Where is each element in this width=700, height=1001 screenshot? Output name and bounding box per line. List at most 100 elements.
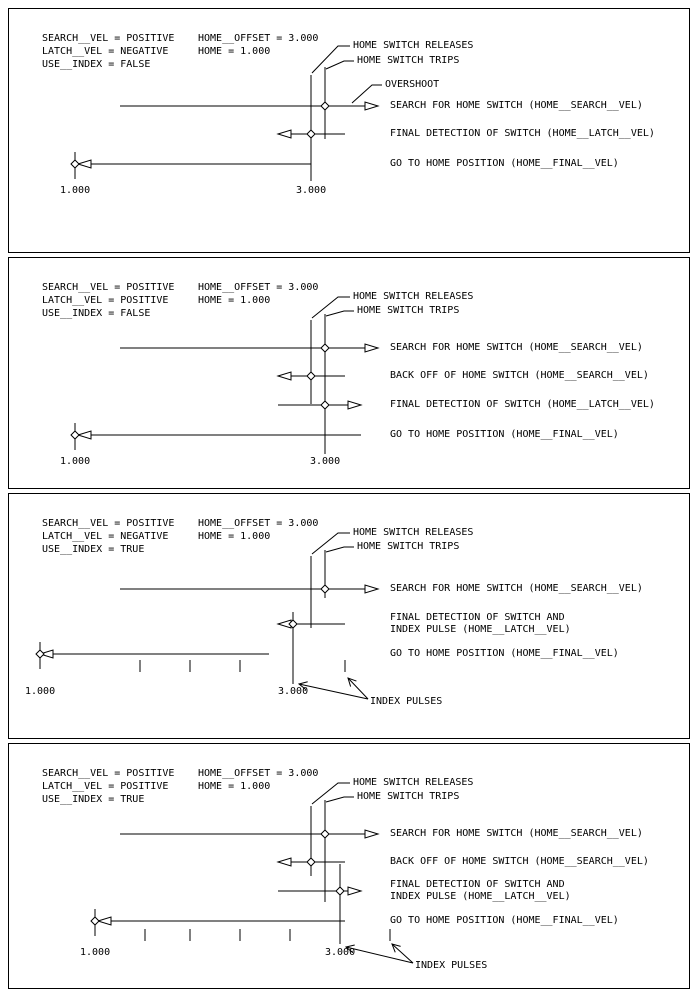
event-marker-diamond — [320, 584, 330, 594]
callout-home-switch-releases: HOME SWITCH RELEASES — [353, 291, 474, 302]
latch-motion-arrow — [278, 400, 363, 410]
panel-4-diagram — [90, 782, 414, 964]
label-final-row: GO TO HOME POSITION (HOME__FINAL__VEL) — [390, 648, 619, 659]
backoff-motion-arrow — [276, 857, 345, 867]
home-motion-arrow — [90, 909, 345, 936]
param-home-offset: HOME__OFFSET = 3.000 — [198, 33, 319, 44]
param-search-vel: SEARCH__VEL = POSITIVE — [42, 282, 175, 293]
panel-1-diagram — [70, 45, 382, 181]
label-search-row: SEARCH FOR HOME SWITCH (HOME__SEARCH__VE… — [390, 828, 643, 839]
callout-home-switch-releases: HOME SWITCH RELEASES — [353, 527, 474, 538]
param-latch-vel: LATCH__VEL = POSITIVE — [42, 781, 169, 792]
switch-lines — [310, 67, 326, 181]
event-marker-diamond — [90, 916, 100, 926]
param-search-vel: SEARCH__VEL = POSITIVE — [42, 768, 175, 779]
param-latch-vel: LATCH__VEL = POSITIVE — [42, 295, 169, 306]
search-motion-arrow — [120, 829, 380, 839]
param-home: HOME = 1.000 — [198, 781, 271, 792]
latch-motion-arrow — [278, 886, 363, 896]
home-position-label: 1.000 — [80, 947, 111, 958]
offset-position-label: 3.000 — [325, 947, 356, 958]
switch-lines — [310, 314, 326, 454]
param-home: HOME = 1.000 — [198, 531, 271, 542]
home-position-label: 1.000 — [25, 686, 56, 697]
label-latch-row-line1: FINAL DETECTION OF SWITCH AND — [390, 612, 565, 623]
homing-panel-2: SEARCH__VEL = POSITIVE LATCH__VEL = POSI… — [8, 257, 690, 489]
homing-panel-4: SEARCH__VEL = POSITIVE LATCH__VEL = POSI… — [8, 743, 690, 989]
index-pointer-arrows — [297, 677, 369, 700]
callout-home-switch-trips: HOME SWITCH TRIPS — [357, 541, 460, 552]
event-marker-diamond — [320, 101, 330, 111]
backoff-motion-arrow — [276, 371, 345, 381]
param-home-offset: HOME__OFFSET = 3.000 — [198, 768, 319, 779]
event-marker-diamond — [335, 886, 345, 896]
home-motion-arrow — [70, 423, 361, 450]
event-marker-diamond — [320, 829, 330, 839]
label-latch-row-line2: INDEX PULSE (HOME__LATCH__VEL) — [390, 624, 571, 635]
label-backoff-row: BACK OFF OF HOME SWITCH (HOME__SEARCH__V… — [390, 856, 649, 867]
leader-lines — [311, 532, 354, 555]
label-latch-row: FINAL DETECTION OF SWITCH (HOME__LATCH__… — [390, 399, 655, 410]
param-use-index: USE__INDEX = TRUE — [42, 794, 145, 805]
event-marker-diamond — [320, 400, 330, 410]
event-marker-diamond — [70, 430, 80, 440]
param-latch-vel: LATCH__VEL = NEGATIVE — [42, 46, 169, 57]
event-marker-diamond — [320, 343, 330, 353]
label-latch-row-line1: FINAL DETECTION OF SWITCH AND — [390, 879, 565, 890]
index-pulse-ticks — [139, 660, 346, 672]
leader-lines — [311, 296, 354, 319]
label-final-row: GO TO HOME POSITION (HOME__FINAL__VEL) — [390, 915, 619, 926]
label-search-row: SEARCH FOR HOME SWITCH (HOME__SEARCH__VE… — [390, 583, 643, 594]
event-marker-diamond — [288, 619, 298, 629]
latch-motion-arrow — [276, 129, 345, 139]
latch-motion-arrow — [276, 619, 345, 629]
param-use-index: USE__INDEX = TRUE — [42, 544, 145, 555]
label-latch-row: FINAL DETECTION OF SWITCH (HOME__LATCH__… — [390, 128, 655, 139]
param-latch-vel: LATCH__VEL = NEGATIVE — [42, 531, 169, 542]
param-search-vel: SEARCH__VEL = POSITIVE — [42, 33, 175, 44]
search-motion-arrow — [120, 584, 380, 594]
label-final-row: GO TO HOME POSITION (HOME__FINAL__VEL) — [390, 429, 619, 440]
param-search-vel: SEARCH__VEL = POSITIVE — [42, 518, 175, 529]
callout-home-switch-releases: HOME SWITCH RELEASES — [353, 777, 474, 788]
label-final-row: GO TO HOME POSITION (HOME__FINAL__VEL) — [390, 158, 619, 169]
home-motion-arrow — [70, 152, 311, 179]
event-marker-diamond — [70, 159, 80, 169]
homing-panel-1: SEARCH__VEL = POSITIVE LATCH__VEL = NEGA… — [8, 8, 690, 253]
panel-3-diagram — [35, 532, 380, 700]
home-motion-arrow — [35, 642, 269, 669]
switch-lines — [292, 550, 326, 684]
index-pointer-arrows — [344, 943, 414, 964]
callout-home-switch-trips: HOME SWITCH TRIPS — [357, 55, 460, 66]
param-home-offset: HOME__OFFSET = 3.000 — [198, 518, 319, 529]
home-position-label: 1.000 — [60, 456, 91, 467]
homing-panel-3: SEARCH__VEL = POSITIVE LATCH__VEL = NEGA… — [8, 493, 690, 739]
event-marker-diamond — [35, 649, 45, 659]
param-use-index: USE__INDEX = FALSE — [42, 59, 151, 70]
param-home: HOME = 1.000 — [198, 46, 271, 57]
label-latch-row-line2: INDEX PULSE (HOME__LATCH__VEL) — [390, 891, 571, 902]
index-pulse-ticks — [144, 929, 391, 941]
label-search-row: SEARCH FOR HOME SWITCH (HOME__SEARCH__VE… — [390, 100, 643, 111]
event-marker-diamond — [306, 857, 316, 867]
leader-lines — [311, 782, 354, 805]
event-marker-diamond — [306, 371, 316, 381]
home-position-label: 1.000 — [60, 185, 91, 196]
callout-home-switch-trips: HOME SWITCH TRIPS — [357, 791, 460, 802]
param-home: HOME = 1.000 — [198, 295, 271, 306]
search-motion-arrow — [120, 343, 380, 353]
offset-position-label: 3.000 — [296, 185, 327, 196]
label-backoff-row: BACK OFF OF HOME SWITCH (HOME__SEARCH__V… — [390, 370, 649, 381]
callout-home-switch-releases: HOME SWITCH RELEASES — [353, 40, 474, 51]
event-marker-diamond — [306, 129, 316, 139]
leader-lines — [311, 45, 382, 104]
search-motion-arrow — [120, 101, 380, 111]
panel-2-diagram — [70, 296, 380, 454]
label-search-row: SEARCH FOR HOME SWITCH (HOME__SEARCH__VE… — [390, 342, 643, 353]
callout-home-switch-trips: HOME SWITCH TRIPS — [357, 305, 460, 316]
offset-position-label: 3.000 — [278, 686, 309, 697]
index-pulses-label: INDEX PULSES — [370, 696, 443, 707]
offset-position-label: 3.000 — [310, 456, 341, 467]
switch-lines — [310, 800, 341, 944]
